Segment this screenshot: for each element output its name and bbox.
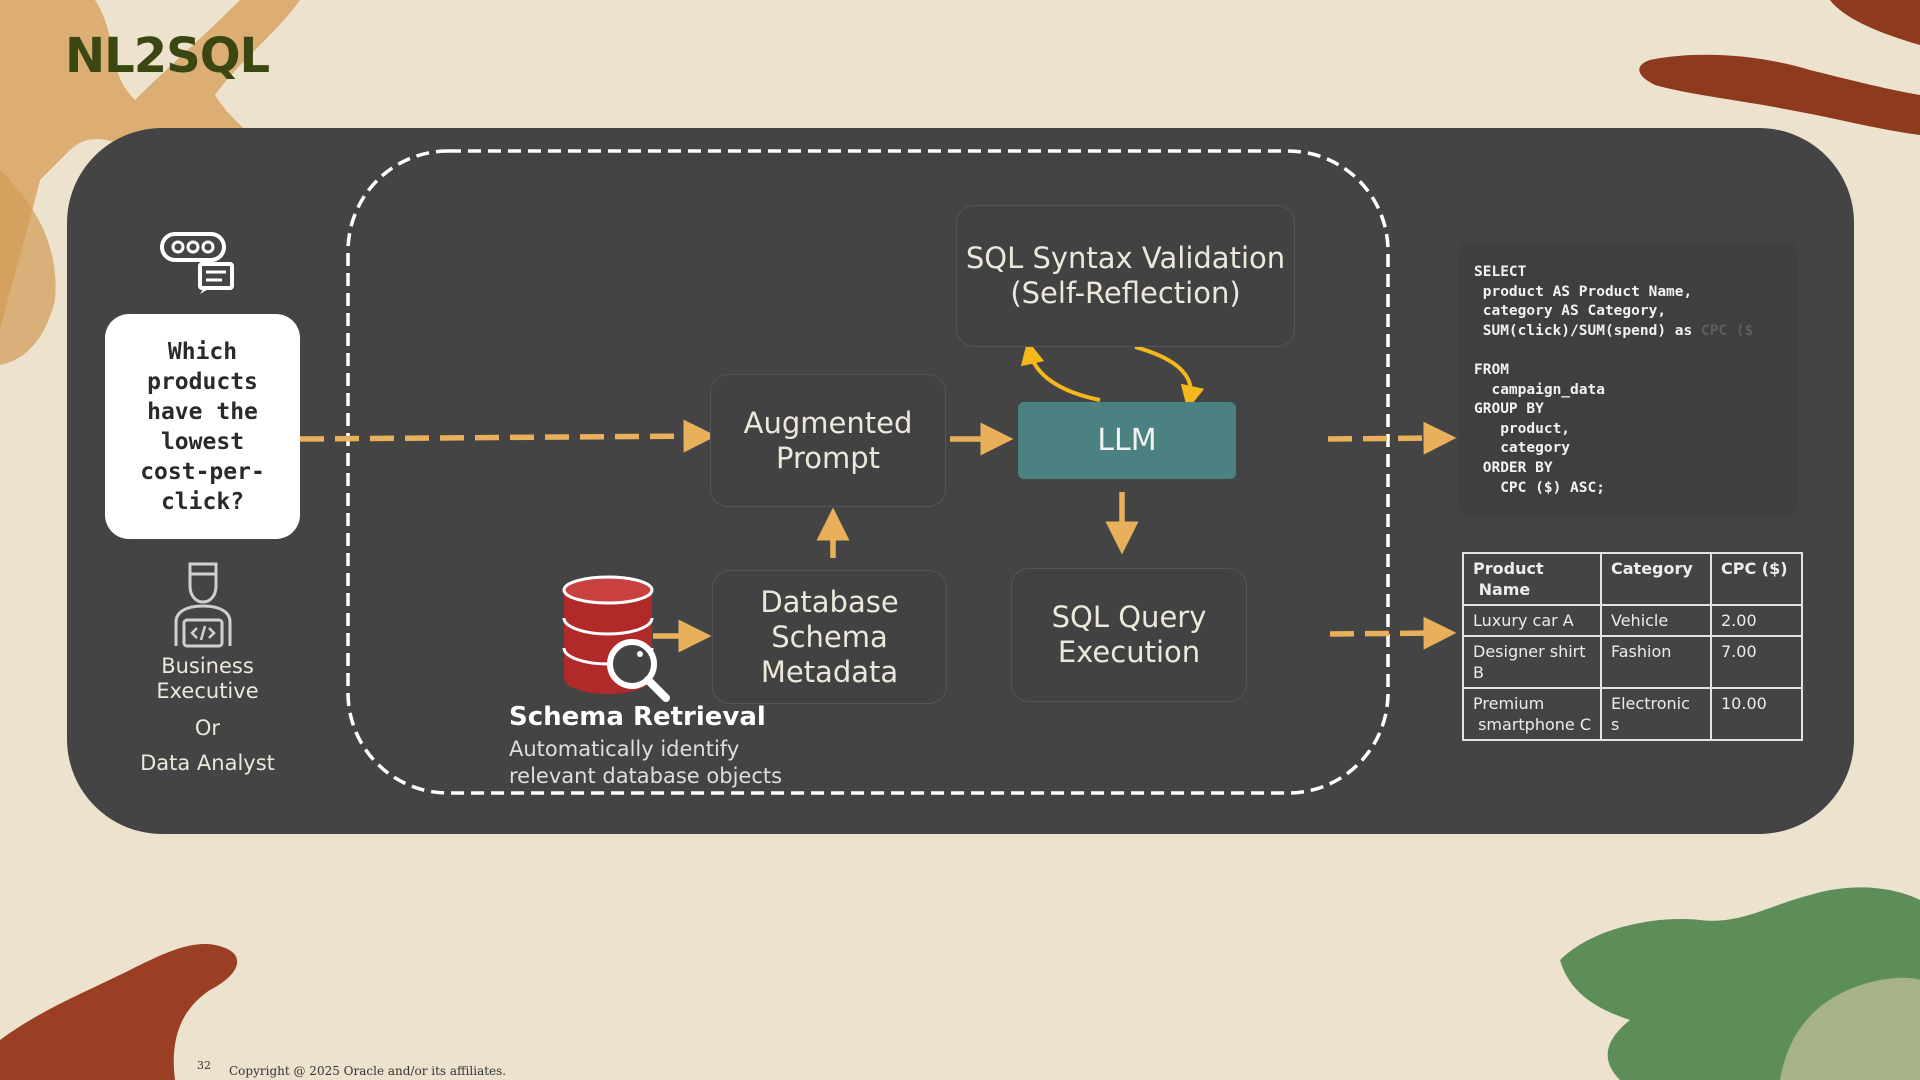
table-cell: Fashion: [1600, 635, 1712, 689]
table-row: Designer shirt B Fashion 7.00: [1462, 635, 1803, 689]
sql-syntax-validation-box: SQL Syntax Validation (Self-Reflection): [956, 205, 1295, 347]
reflection-arrow-right: [1134, 345, 1205, 410]
sql-line-2: product AS Product Name,: [1474, 283, 1693, 300]
table-header-product: Product Name: [1462, 552, 1602, 606]
role-data-analyst: Data Analyst: [140, 751, 275, 775]
sql-line-5: [1474, 341, 1797, 361]
sql-line-6: FROM: [1474, 361, 1509, 378]
role-connector: Or: [194, 716, 221, 740]
sand-blob-bottom-right: [1780, 977, 1920, 1080]
schema-retrieval-title: Schema Retrieval: [509, 702, 766, 732]
user-question-text: Which products have the lowest cost-per-…: [140, 338, 265, 515]
table-row: Luxury car A Vehicle 2.00: [1462, 604, 1803, 637]
table-header-cpc: CPC ($): [1710, 552, 1803, 606]
database-schema-metadata-box: Database Schema Metadata: [712, 570, 947, 704]
table-cell: 10.00: [1710, 687, 1803, 741]
sql-line-8: GROUP BY: [1474, 401, 1544, 418]
sql-line-4: SUM(click)/SUM(spend) as CPC ($: [1474, 322, 1797, 342]
arrow-execution-to-table: [1329, 616, 1457, 650]
ochre-blob-left: [0, 170, 56, 365]
table-cell: Electronic s: [1600, 687, 1712, 741]
schema-retrieval-description: Automatically identify relevant database…: [509, 736, 782, 790]
table-cell: Luxury car A: [1462, 604, 1602, 637]
table-header-category: Category: [1600, 552, 1712, 606]
sql-query-execution-box: SQL Query Execution: [1011, 568, 1247, 702]
page-title: NL2SQL: [65, 28, 270, 84]
rust-blob-bottom-left: [0, 944, 238, 1080]
sql-line-7: campaign_data: [1474, 381, 1605, 398]
ochre-blob-top-left: [0, 0, 300, 330]
user-question-card: Which products have the lowest cost-per-…: [105, 314, 300, 539]
database-search-icon: [562, 575, 670, 702]
rust-blob-top-right: [1830, 0, 1920, 45]
schema-description-line1: Automatically identify: [509, 737, 740, 761]
llm-box: LLM: [1018, 402, 1236, 479]
sql-line-12: CPC ($) ASC;: [1474, 479, 1605, 496]
sql-line-11: ORDER BY: [1474, 459, 1553, 476]
page-number: 32: [197, 1059, 211, 1072]
table-cell: 2.00: [1710, 604, 1803, 637]
sql-line-4-text: SUM(click)/SUM(spend) as: [1474, 322, 1701, 339]
arrow-llm-to-sql-output: [1327, 421, 1457, 455]
table-row: Premium smartphone C Electronic s 10.00: [1462, 687, 1803, 741]
reflection-arrow-left: [1020, 340, 1101, 402]
sql-line-1: SELECT: [1474, 264, 1527, 280]
chat-bubbles-icon: [160, 232, 234, 294]
augmented-prompt-box: Augmented Prompt: [710, 374, 946, 507]
sql-line-3: category AS Category,: [1474, 303, 1667, 320]
pipeline-dashed-frame: [346, 149, 1390, 795]
sql-line-10: category: [1474, 440, 1571, 457]
rust-stroke-top-right: [1639, 54, 1920, 135]
copyright-notice: Copyright @ 2025 Oracle and/or its affil…: [229, 1064, 507, 1078]
arrow-question-to-prompt: [299, 419, 717, 453]
table-cell: 7.00: [1710, 635, 1803, 689]
generated-sql-block: SELECT product AS Product Name, category…: [1459, 243, 1797, 516]
role-business-executive: Business Executive: [156, 654, 259, 703]
schema-description-line2: relevant database objects: [509, 764, 783, 788]
table-cell: Designer shirt B: [1462, 635, 1602, 689]
sql-line-9: product,: [1474, 420, 1571, 437]
table-cell: Premium smartphone C: [1462, 687, 1602, 741]
table-cell: Vehicle: [1600, 604, 1712, 637]
sql-line-4-dim: CPC ($: [1700, 322, 1754, 339]
table-header-row: Product Name Category CPC ($): [1462, 552, 1803, 606]
person-laptop-icon: [174, 562, 232, 648]
query-result-table: Product Name Category CPC ($) Luxury car…: [1462, 552, 1803, 741]
